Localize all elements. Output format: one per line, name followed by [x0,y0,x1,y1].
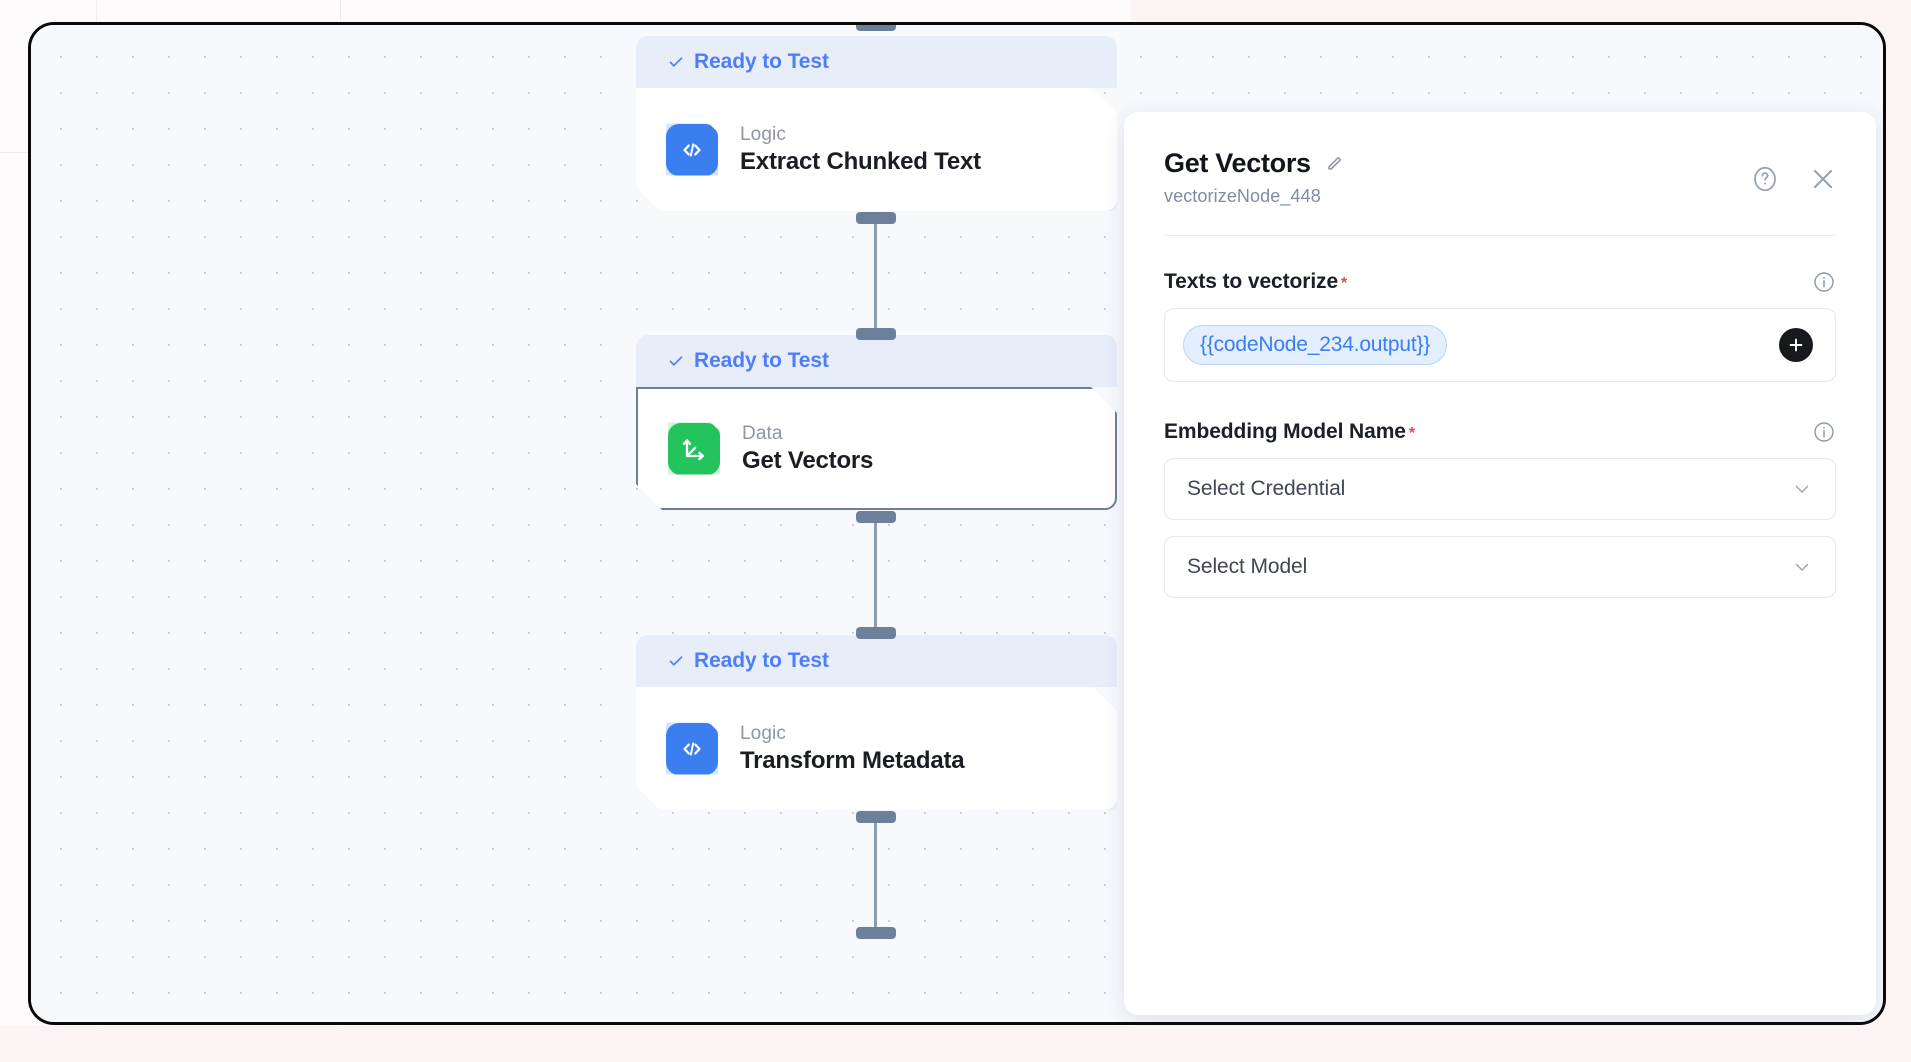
panel-divider [1164,235,1836,236]
edge-handle[interactable] [856,627,896,639]
backdrop-tint [0,1026,1911,1062]
plus-icon[interactable] [1779,328,1813,362]
node-status-label: Ready to Test [694,50,829,73]
field-label-row: Texts to vectorize* [1164,270,1836,294]
edge-handle-bottom[interactable] [856,927,896,939]
field-label: Texts to vectorize [1164,270,1339,293]
code-icon [666,723,718,775]
code-icon [666,124,718,176]
node-text: Logic Extract Chunked Text [740,124,981,176]
field-texts-to-vectorize: Texts to vectorize* {{codeNode_234.outpu… [1164,270,1836,382]
panel-node-id: vectorizeNode_448 [1164,186,1321,206]
check-icon [669,356,683,366]
texts-to-vectorize-input[interactable]: {{codeNode_234.output}} [1164,308,1836,382]
node-status-label: Ready to Test [694,649,829,672]
edge-connector [874,817,877,933]
node-properties-panel: Get Vectors vectorizeNode_448 [1124,112,1876,1015]
info-icon[interactable] [1812,270,1836,294]
node-title-label: Extract Chunked Text [740,147,981,175]
flow-node-transform-metadata[interactable]: Ready to Test Logic Transform Metadata [636,635,1117,810]
field-label-wrap: Embedding Model Name* [1164,420,1415,444]
node-status-badge: Ready to Test [636,36,1117,88]
flow-node-extract-chunked-text[interactable]: Ready to Test Logic Extract Chunked Text [636,36,1117,211]
flow-node-get-vectors[interactable]: Ready to Test Data Get Vectors [636,335,1117,510]
info-icon[interactable] [1812,420,1836,444]
node-kind-label: Logic [740,123,786,145]
vector-axes-icon [668,423,720,475]
edge-handle[interactable] [856,212,896,224]
edge-handle[interactable] [856,811,896,823]
node-text: Data Get Vectors [742,423,873,475]
panel-header: Get Vectors vectorizeNode_448 [1124,112,1876,207]
app-window: Ready to Test Logic Extract Chunked Text [28,22,1886,1025]
check-icon [669,57,683,67]
help-circle-icon[interactable] [1750,164,1780,194]
node-status-badge: Ready to Test [636,635,1117,687]
node-status-label: Ready to Test [694,349,829,372]
panel-actions [1750,164,1838,194]
edge-connector [874,517,877,633]
field-label-row: Embedding Model Name* [1164,420,1836,444]
chevron-down-icon [1795,563,1809,571]
panel-title: Get Vectors [1164,148,1311,178]
close-icon[interactable] [1808,164,1838,194]
chevron-down-icon [1795,485,1809,493]
node-title-label: Get Vectors [742,446,874,474]
required-marker: * [1408,425,1416,442]
node-title-label: Transform Metadata [740,746,965,774]
variable-token-chip[interactable]: {{codeNode_234.output}} [1183,325,1448,365]
field-label: Embedding Model Name [1164,420,1406,443]
node-status-badge: Ready to Test [636,335,1117,387]
edge-connector [874,218,877,334]
node-card[interactable]: Logic Transform Metadata [636,687,1117,810]
credential-select-value: Select Credential [1187,477,1346,500]
edge-handle-top[interactable] [856,25,896,31]
required-marker: * [1341,275,1348,292]
credential-select[interactable]: Select Credential [1164,458,1836,520]
node-kind-label: Data [742,422,783,444]
node-text: Logic Transform Metadata [740,723,964,775]
panel-title-row: Get Vectors [1164,148,1836,179]
model-select[interactable]: Select Model [1164,536,1836,598]
edge-handle[interactable] [856,328,896,340]
field-label-wrap: Texts to vectorize* [1164,270,1347,294]
edge-handle[interactable] [856,511,896,523]
model-select-value: Select Model [1187,555,1308,578]
pencil-icon[interactable] [1324,154,1344,174]
field-embedding-model-name: Embedding Model Name* Select Credential [1164,420,1836,598]
node-card[interactable]: Data Get Vectors [636,387,1117,510]
check-icon [669,656,683,666]
panel-body: Texts to vectorize* {{codeNode_234.outpu… [1124,236,1876,598]
node-card[interactable]: Logic Extract Chunked Text [636,88,1117,211]
node-kind-label: Logic [740,722,786,744]
